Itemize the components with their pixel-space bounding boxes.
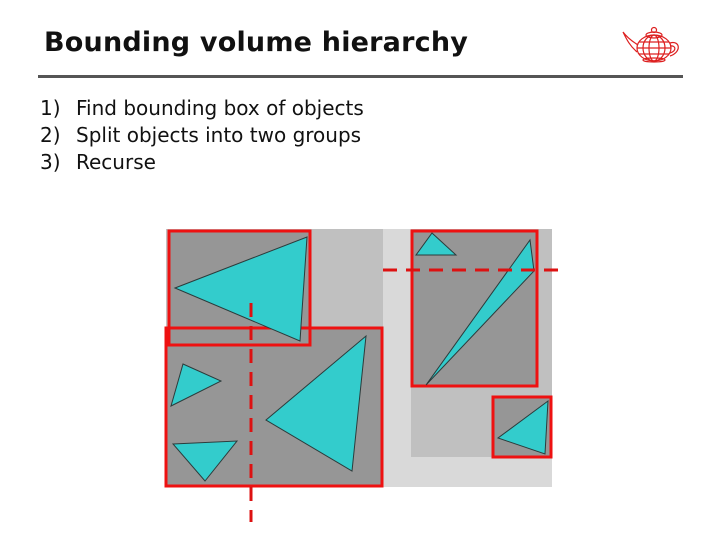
step-1-number: 1) bbox=[40, 96, 61, 120]
triangle-bottom-left bbox=[171, 440, 239, 482]
triangle-large-top-left bbox=[173, 236, 308, 342]
teapot-icon bbox=[622, 26, 679, 63]
triangle-large-right-of-left-group bbox=[265, 334, 367, 472]
step-3-number: 3) bbox=[40, 150, 61, 174]
right-bottom-outline bbox=[491, 395, 553, 459]
triangle-thin-diagonal bbox=[425, 238, 535, 386]
step-3-text: Recurse bbox=[76, 150, 156, 174]
right-top-box bbox=[412, 231, 537, 386]
triangle-small-bottom-right bbox=[496, 399, 549, 455]
step-3: 3) Recurse bbox=[40, 149, 364, 176]
left-top-outline bbox=[167, 229, 312, 347]
title-underline bbox=[38, 75, 683, 78]
step-2-number: 2) bbox=[40, 123, 61, 147]
steps-list: 1) Find bounding box of objects 2) Split o… bbox=[40, 95, 364, 176]
step-1-text: Find bounding box of objects bbox=[76, 96, 364, 120]
step-1: 1) Find bounding box of objects bbox=[40, 95, 364, 122]
right-top-outline bbox=[410, 229, 539, 388]
step-2-text: Split objects into two groups bbox=[76, 123, 362, 147]
step-2: 2) Split objects into two groups bbox=[40, 122, 364, 149]
triangle-small-top-right bbox=[415, 232, 458, 256]
slide-title: Bounding volume hierarchy bbox=[44, 27, 469, 58]
triangle-small-left bbox=[170, 363, 223, 407]
